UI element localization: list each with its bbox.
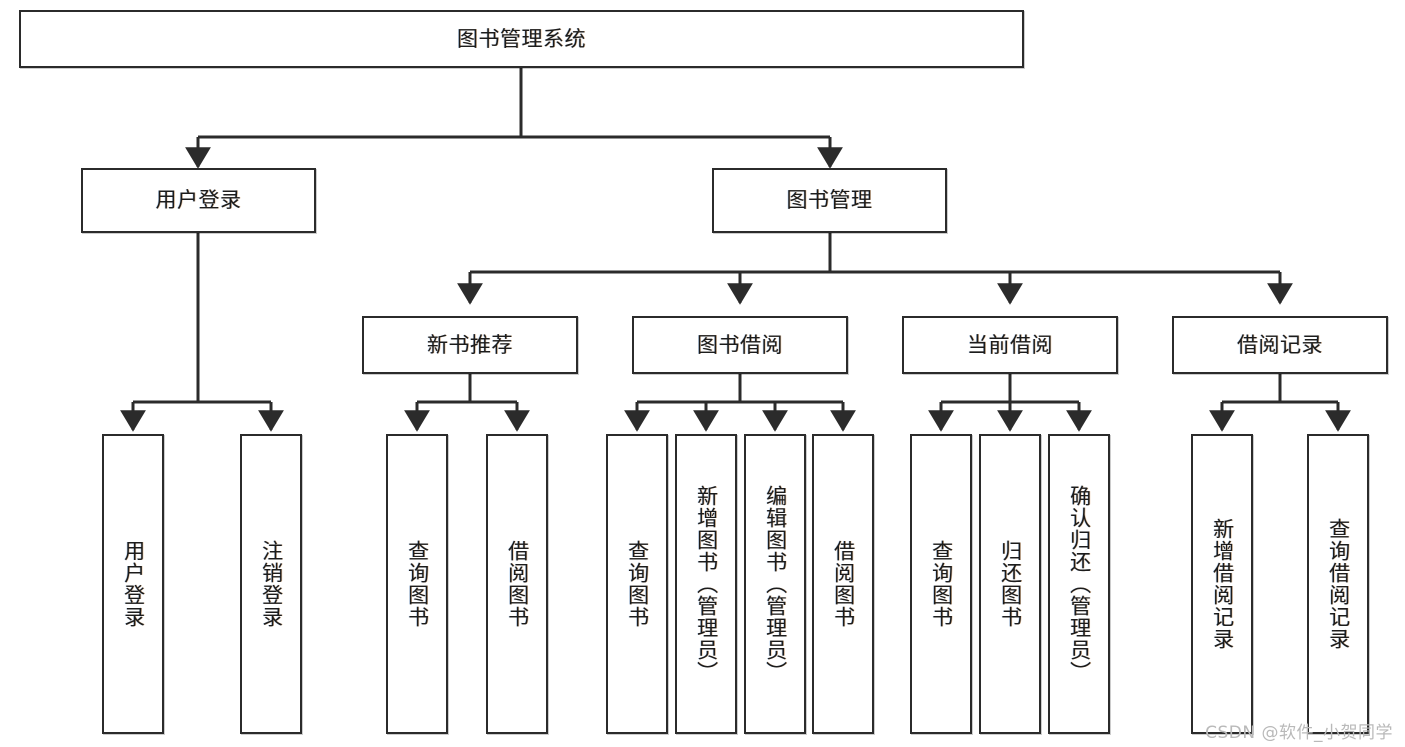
leaf-bb-add[interactable]: 新增图书（管理员）	[675, 434, 737, 734]
node-book-manage[interactable]: 图书管理	[712, 168, 947, 233]
node-root-label: 图书管理系统	[457, 26, 586, 51]
leaf-bb-edit-label: 编辑图书（管理员）	[763, 485, 788, 683]
node-current-borrow[interactable]: 当前借阅	[902, 316, 1118, 374]
leaf-user-logout[interactable]: 注销登录	[240, 434, 302, 734]
node-borrow-record-label: 借阅记录	[1237, 332, 1323, 357]
leaf-br-query[interactable]: 查询借阅记录	[1307, 434, 1369, 734]
node-root[interactable]: 图书管理系统	[19, 10, 1024, 68]
leaf-nbr-query[interactable]: 查询图书	[386, 434, 448, 734]
node-borrow-record[interactable]: 借阅记录	[1172, 316, 1388, 374]
watermark: CSDN @软件_小贺同学	[1205, 723, 1393, 743]
leaf-bb-edit[interactable]: 编辑图书（管理员）	[744, 434, 806, 734]
node-user-login[interactable]: 用户登录	[81, 168, 316, 233]
leaf-br-add-label: 新增借阅记录	[1210, 518, 1235, 650]
node-book-borrow-label: 图书借阅	[697, 332, 783, 357]
node-user-login-label: 用户登录	[155, 188, 242, 213]
leaf-cb-confirm-label: 确认归还（管理员）	[1067, 485, 1092, 683]
leaf-br-add[interactable]: 新增借阅记录	[1191, 434, 1253, 734]
leaf-cb-query[interactable]: 查询图书	[910, 434, 972, 734]
node-book-manage-label: 图书管理	[786, 188, 873, 213]
leaf-bb-query[interactable]: 查询图书	[606, 434, 668, 734]
node-current-borrow-label: 当前借阅	[967, 332, 1053, 357]
node-book-borrow[interactable]: 图书借阅	[632, 316, 848, 374]
leaf-user-logout-label: 注销登录	[259, 540, 284, 628]
leaf-nbr-borrow[interactable]: 借阅图书	[486, 434, 548, 734]
leaf-bb-borrow-label: 借阅图书	[831, 540, 856, 628]
node-new-book-recommend-label: 新书推荐	[427, 332, 513, 357]
leaf-cb-return[interactable]: 归还图书	[979, 434, 1041, 734]
leaf-user-login-label: 用户登录	[121, 540, 146, 628]
leaf-cb-query-label: 查询图书	[929, 540, 954, 628]
leaf-nbr-borrow-label: 借阅图书	[505, 540, 530, 628]
leaf-bb-query-label: 查询图书	[625, 540, 650, 628]
leaf-bb-add-label: 新增图书（管理员）	[694, 485, 719, 683]
leaf-cb-confirm[interactable]: 确认归还（管理员）	[1048, 434, 1110, 734]
leaf-cb-return-label: 归还图书	[998, 540, 1023, 628]
node-new-book-recommend[interactable]: 新书推荐	[362, 316, 578, 374]
leaf-nbr-query-label: 查询图书	[405, 540, 430, 628]
leaf-user-login[interactable]: 用户登录	[102, 434, 164, 734]
leaf-br-query-label: 查询借阅记录	[1326, 518, 1351, 650]
leaf-bb-borrow[interactable]: 借阅图书	[812, 434, 874, 734]
